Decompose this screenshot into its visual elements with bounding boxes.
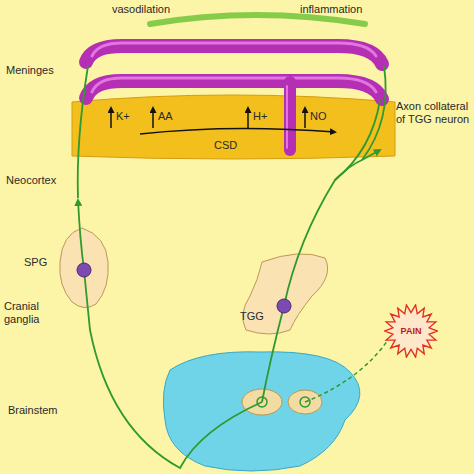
csd-arrow xyxy=(140,128,335,134)
structure-label: Cranial ganglia xyxy=(4,300,56,326)
ion-label: H+ xyxy=(253,110,267,123)
ganglion-label: TGG xyxy=(240,310,264,323)
structure-label: Neocortex xyxy=(6,174,56,187)
pain-pathway xyxy=(305,340,388,402)
structure-label: Brainstem xyxy=(8,404,58,417)
process-label: CSD xyxy=(214,139,237,152)
tgg-cell xyxy=(277,299,291,313)
effect-arc xyxy=(150,15,365,24)
neocortex-band xyxy=(72,95,395,159)
structure-label: Axon collateral of TGG neuron xyxy=(396,100,470,126)
effect-label: vasodilation xyxy=(112,3,170,16)
ion-label: AA xyxy=(158,110,173,123)
ion-label: K+ xyxy=(116,110,130,123)
ganglion-label: SPG xyxy=(24,256,47,269)
spg-cell xyxy=(77,263,91,277)
effect-label: inflammation xyxy=(300,3,362,16)
structure-label: Meninges xyxy=(6,64,54,77)
ion-label: NO xyxy=(310,110,327,123)
spg-ganglion xyxy=(60,228,109,308)
pain-burst: PAIN xyxy=(384,304,438,358)
brainstem-shape xyxy=(163,352,360,471)
meningeal-vessels xyxy=(86,43,382,150)
nerve-fibers xyxy=(78,66,386,468)
pain-text: PAIN xyxy=(401,326,422,336)
release-arrows xyxy=(111,108,305,128)
